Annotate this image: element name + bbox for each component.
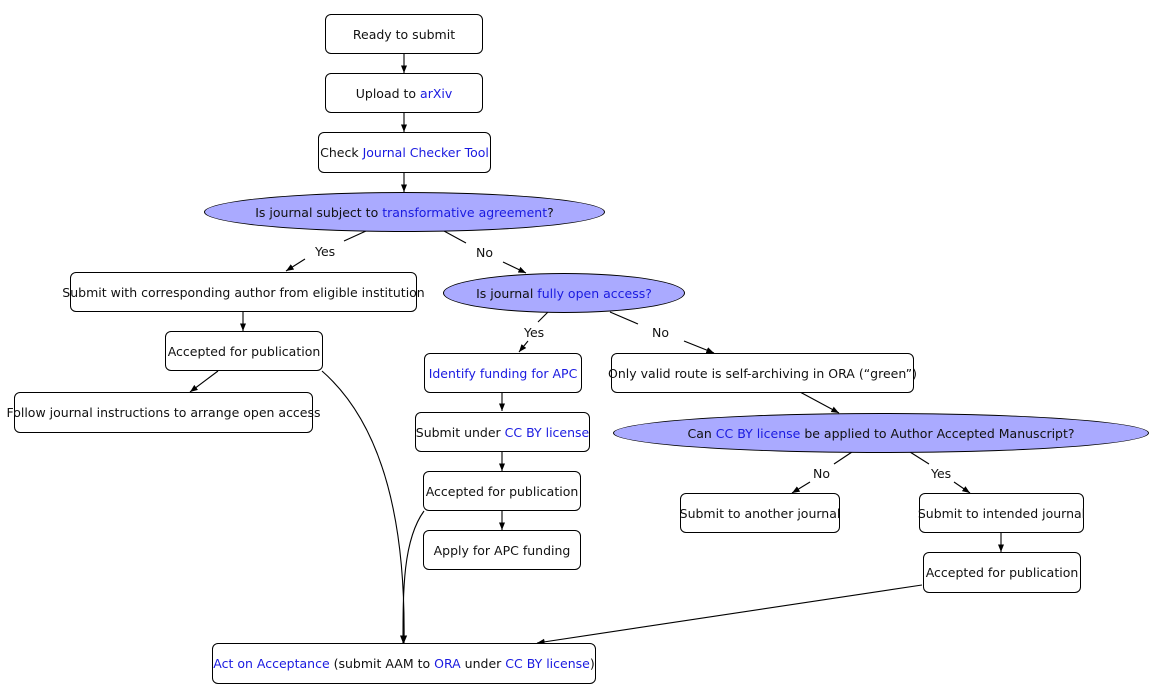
accepted-mid-text: Accepted for publication	[425, 483, 579, 499]
edge-q-oa-yes-1	[537, 311, 549, 323]
accepted-left-text: Accepted for publication	[167, 343, 321, 359]
ora-link[interactable]: ORA	[434, 656, 461, 671]
edge-green-q-aam	[799, 391, 840, 414]
q-ta-suffix: ?	[547, 204, 554, 220]
edge-q-aam-no-1	[833, 451, 853, 465]
node-check-journal-checker: Check Journal Checker Tool	[318, 132, 491, 173]
journal-checker-tool-link[interactable]: Journal Checker Tool	[362, 145, 489, 160]
submit-ccby-prefix: Submit under	[415, 424, 505, 440]
edge-q-aam-yes-1	[909, 451, 930, 465]
transformative-agreement-link[interactable]: transformative agreement	[382, 204, 548, 220]
cc-by-license-link-aam[interactable]: CC BY license	[715, 425, 801, 441]
edge-q-oa-no-1	[609, 311, 639, 325]
edge-q-ta-yes-1	[343, 230, 367, 242]
decision-cc-by-aam: Can CC BY license be applied to Author A…	[613, 413, 1149, 453]
aoa-suffix: )	[589, 656, 595, 671]
upload-prefix: Upload to	[355, 85, 421, 101]
edge-accepted-left-aoa	[321, 370, 408, 644]
decision-fully-open-access: Is journal fully open access?	[443, 273, 685, 313]
q-ta-prefix: Is journal subject to	[255, 204, 383, 220]
node-self-archiving-green: Only valid route is self-archiving in OR…	[608, 353, 917, 393]
edge-accepted-right-aoa	[536, 584, 923, 645]
aoa-mid1: (submit AAM to	[329, 656, 435, 671]
edge-label-oa-yes: Yes	[524, 325, 545, 340]
check-prefix: Check	[320, 145, 363, 160]
fully-open-access-link[interactable]: fully open access?	[537, 285, 652, 301]
q-oa-prefix: Is journal	[476, 285, 538, 301]
edge-label-aam-yes: Yes	[931, 466, 952, 481]
node-submit-intended-journal: Submit to intended journal	[917, 493, 1086, 533]
edge-label-aam-no: No	[813, 466, 830, 481]
green-text: Only valid route is self-archiving in OR…	[608, 365, 917, 381]
act-on-acceptance-link[interactable]: Act on Acceptance	[213, 656, 330, 671]
cc-by-license-link-aoa[interactable]: CC BY license	[505, 656, 590, 671]
q-aam-suffix: be applied to Author Accepted Manuscript…	[800, 425, 1075, 441]
node-submit-cc-by: Submit under CC BY license	[415, 412, 590, 452]
follow-text: Follow journal instructions to arrange o…	[6, 405, 321, 420]
edge-q-ta-no-2	[502, 261, 527, 274]
edge-q-aam-yes-2	[953, 481, 971, 494]
edge-label-oa-no: No	[652, 325, 669, 340]
edge-q-aam-no-2	[791, 481, 811, 494]
node-accepted-mid: Accepted for publication	[423, 471, 581, 511]
node-identify-funding: Identify funding for APC	[424, 353, 582, 393]
edge-label-ta-yes: Yes	[315, 244, 336, 259]
cc-by-license-link[interactable]: CC BY license	[504, 424, 590, 440]
intended-text: Submit to intended journal	[917, 505, 1086, 521]
edge-q-ta-no-1	[443, 230, 467, 244]
edge-accepted-mid-aoa	[399, 510, 425, 644]
another-text: Submit to another journal	[679, 505, 841, 521]
node-accepted-left: Accepted for publication	[165, 331, 323, 371]
node-upload-arxiv: Upload to arXiv	[325, 73, 483, 113]
arxiv-link[interactable]: arXiv	[420, 85, 453, 101]
edge-q-oa-no-2	[683, 340, 715, 354]
node-ready-to-submit: Ready to submit	[325, 14, 483, 54]
aoa-mid2: under	[460, 656, 506, 671]
node-ready-to-submit-text: Ready to submit	[352, 26, 456, 42]
q-aam-prefix: Can	[687, 425, 716, 441]
edge-q-ta-yes-2	[285, 258, 306, 272]
edge-accepted-left-follow	[189, 370, 219, 393]
node-submit-corresponding-author: Submit with corresponding author from el…	[62, 272, 425, 312]
node-accepted-right: Accepted for publication	[923, 552, 1081, 593]
apply-apc-text: Apply for APC funding	[433, 542, 571, 558]
edge-label-ta-no: No	[476, 245, 493, 260]
submit-corr-text: Submit with corresponding author from el…	[62, 284, 425, 300]
identify-funding-link[interactable]: Identify funding for APC	[428, 365, 578, 381]
node-submit-another-journal: Submit to another journal	[680, 493, 840, 533]
accepted-right-text: Accepted for publication	[925, 565, 1079, 580]
node-act-on-acceptance: Act on Acceptance (submit AAM to ORA und…	[212, 643, 596, 684]
edge-q-oa-yes-2	[518, 340, 529, 353]
node-apply-apc-funding: Apply for APC funding	[423, 530, 581, 570]
node-follow-journal-instructions: Follow journal instructions to arrange o…	[6, 392, 321, 433]
decision-transformative-agreement: Is journal subject to transformative agr…	[204, 192, 605, 232]
